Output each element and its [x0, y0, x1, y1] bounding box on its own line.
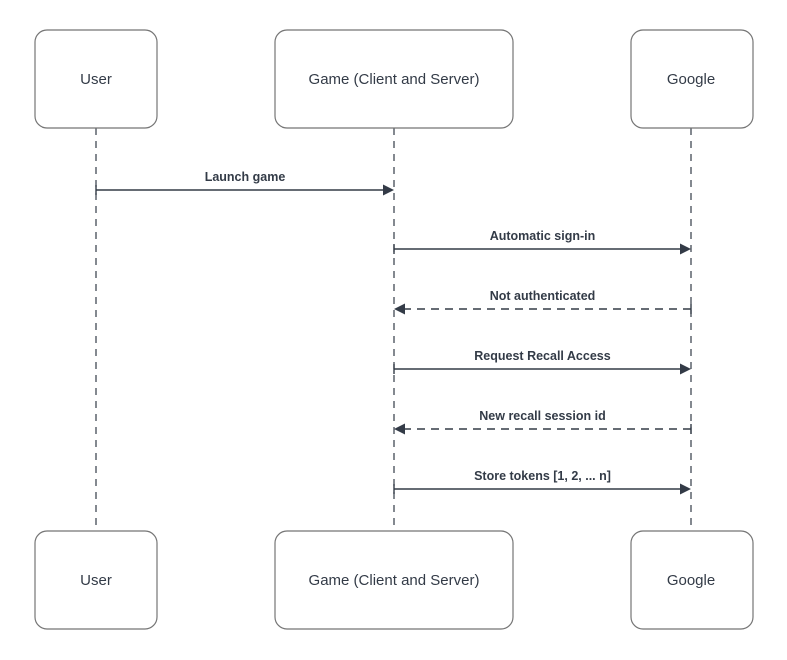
participant-box [274, 530, 514, 630]
participant-google-bottom[interactable]: Google [630, 530, 754, 630]
participant-google-top[interactable]: Google [630, 29, 754, 129]
message-arrowhead [680, 243, 691, 255]
message-arrowhead [394, 303, 405, 315]
message-arrowhead [394, 423, 405, 435]
participant-box [630, 530, 754, 630]
participant-user-bottom[interactable]: User [34, 530, 158, 630]
participant-label: Game (Client and Server) [309, 572, 480, 589]
message-label: Request Recall Access [474, 349, 610, 363]
participant-box [34, 29, 158, 129]
message-arrowhead [383, 184, 394, 196]
message-label: New recall session id [479, 409, 605, 423]
message-3[interactable]: Not authenticated [394, 289, 692, 315]
lifelines-layer [95, 128, 692, 531]
message-1[interactable]: Launch game [95, 170, 394, 196]
message-6[interactable]: Store tokens [1, 2, ... n] [393, 469, 691, 495]
participant-user-top[interactable]: User [34, 29, 158, 129]
message-5[interactable]: New recall session id [394, 409, 692, 435]
participant-game-bottom[interactable]: Game (Client and Server) [274, 530, 514, 630]
message-label: Automatic sign-in [490, 229, 596, 243]
participant-label: Google [667, 71, 715, 88]
participant-label: User [80, 572, 112, 589]
participant-box [34, 530, 158, 630]
message-label: Launch game [205, 170, 286, 184]
message-label: Not authenticated [490, 289, 596, 303]
participant-box [630, 29, 754, 129]
message-arrowhead [680, 363, 691, 375]
participant-label: Google [667, 572, 715, 589]
participant-label: User [80, 71, 112, 88]
participant-label: Game (Client and Server) [309, 71, 480, 88]
participant-box [274, 29, 514, 129]
participant-game-top[interactable]: Game (Client and Server) [274, 29, 514, 129]
message-2[interactable]: Automatic sign-in [393, 229, 691, 255]
message-4[interactable]: Request Recall Access [393, 349, 691, 375]
message-label: Store tokens [1, 2, ... n] [474, 469, 611, 483]
message-arrowhead [680, 483, 691, 495]
